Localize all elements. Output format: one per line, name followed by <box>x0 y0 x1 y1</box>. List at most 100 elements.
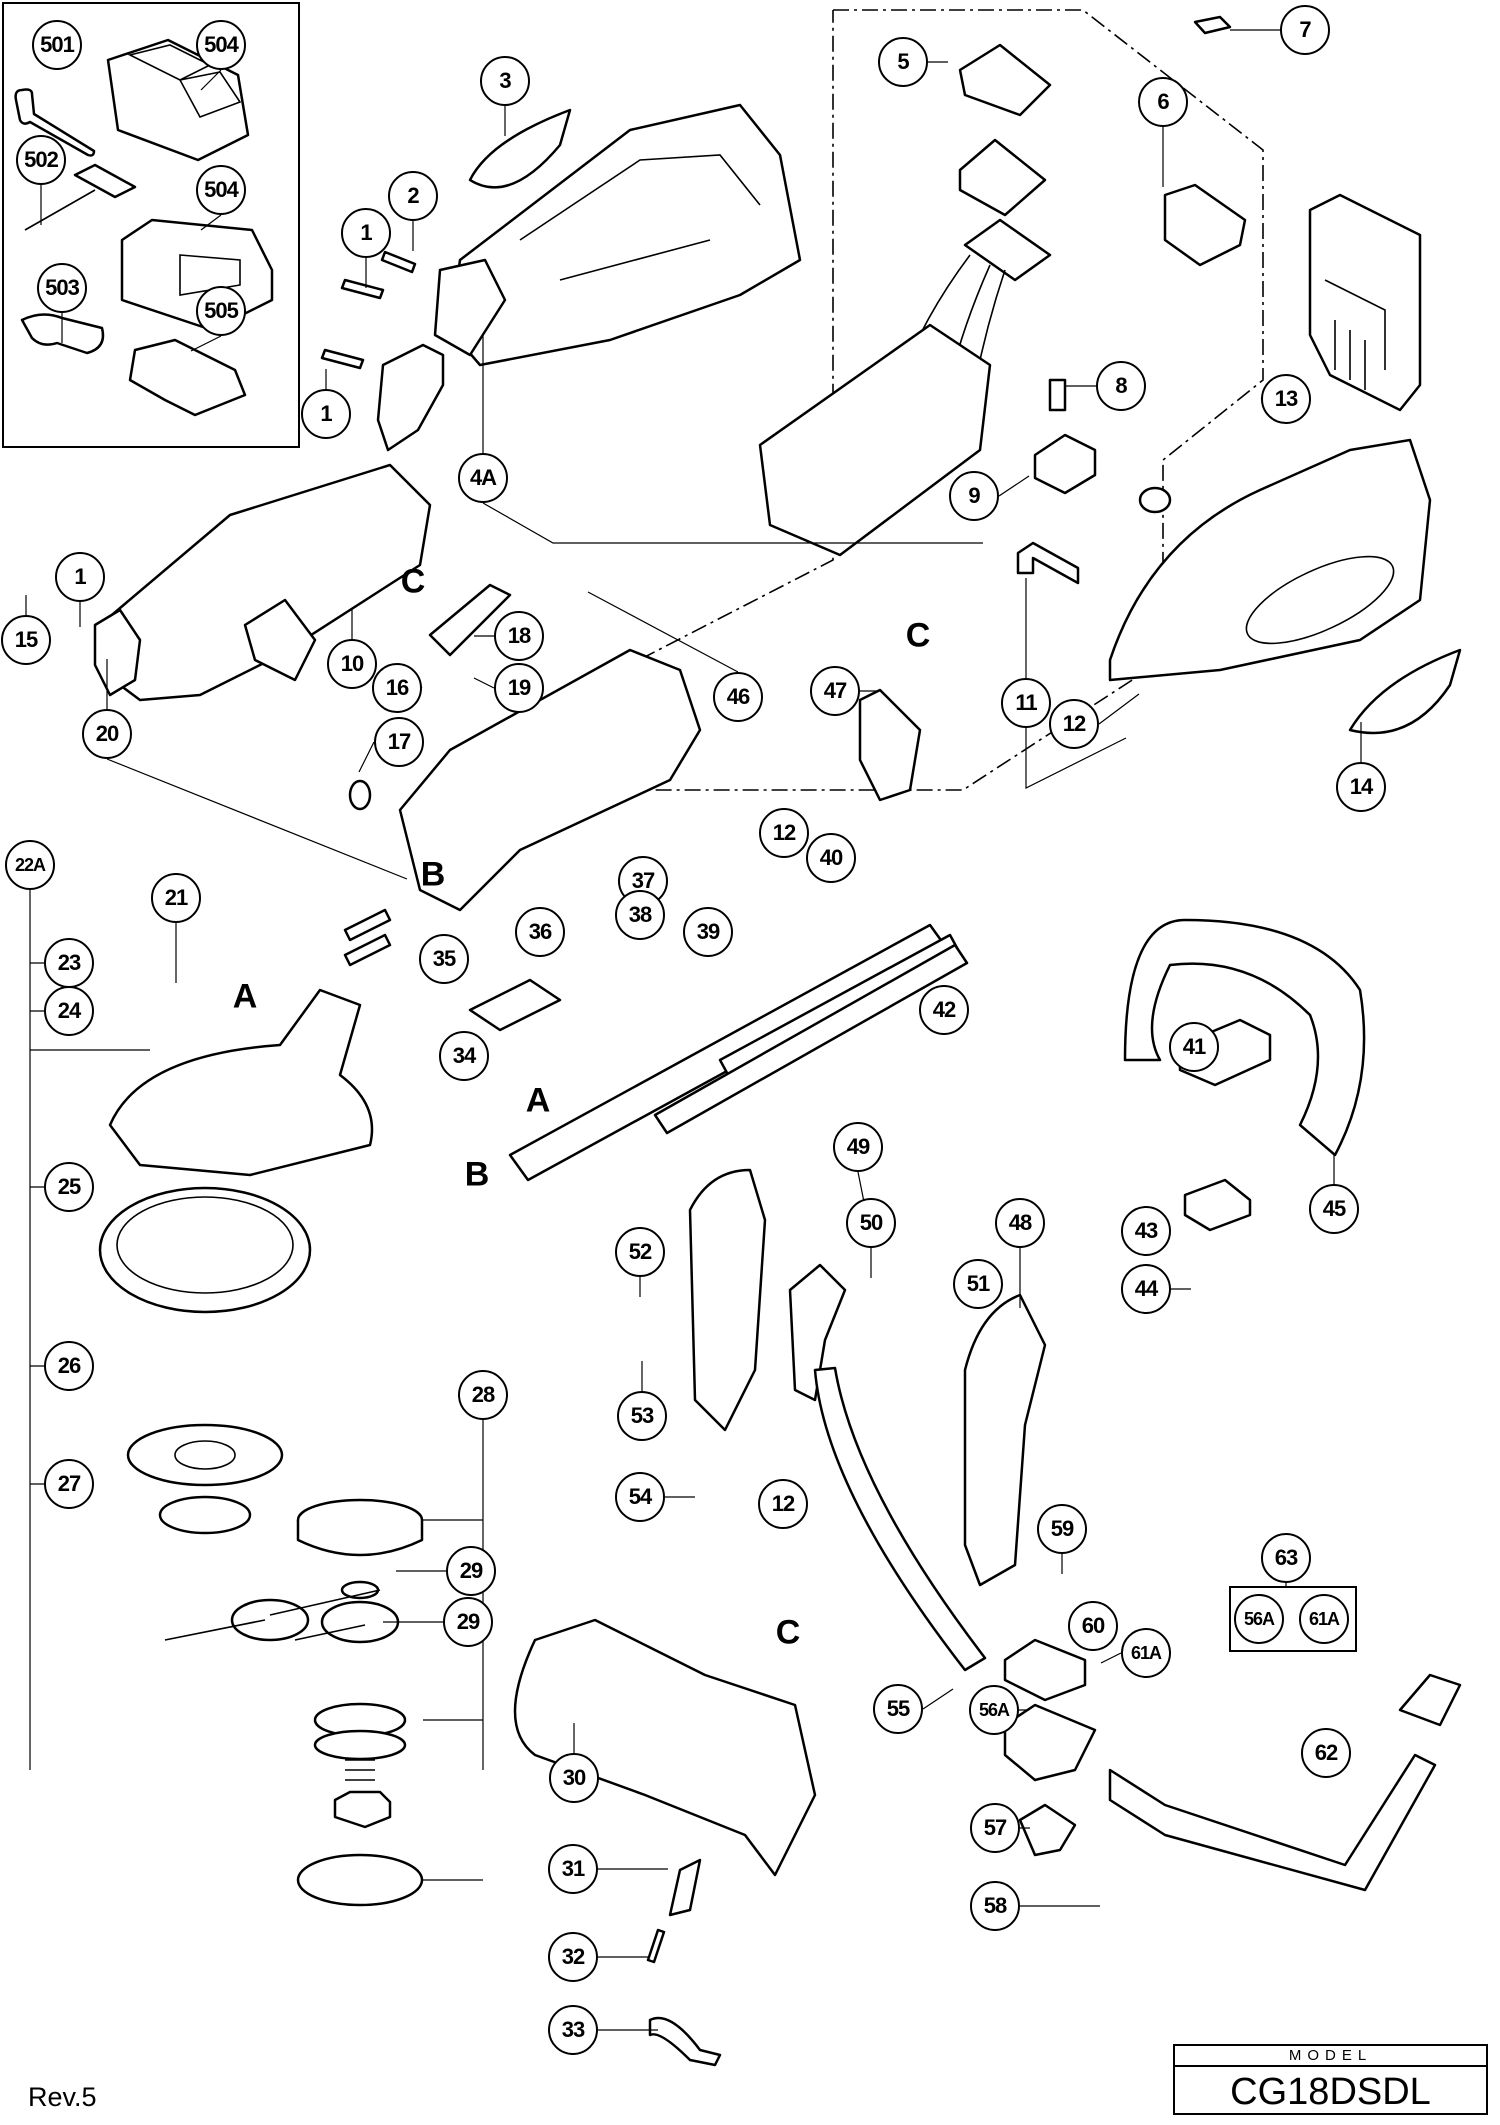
callout-part-20[interactable]: 20 <box>82 709 132 759</box>
battery-cover-505 <box>128 338 247 417</box>
callout-part-25[interactable]: 25 <box>44 1162 94 1212</box>
loop-handle <box>1123 918 1366 1157</box>
callout-part-48[interactable]: 48 <box>995 1198 1045 1248</box>
connection-marker-c: C <box>775 1613 801 1652</box>
callout-part-17[interactable]: 17 <box>374 717 424 767</box>
callout-502[interactable]: 502 <box>16 135 66 185</box>
callout-part-3[interactable]: 3 <box>480 56 530 106</box>
callout-part-54[interactable]: 54 <box>615 1472 665 1522</box>
callout-part-47[interactable]: 47 <box>810 666 860 716</box>
callout-part-21[interactable]: 21 <box>151 873 201 923</box>
callout-part-42[interactable]: 42 <box>919 985 969 1035</box>
clamp-61A <box>1003 1638 1087 1702</box>
callout-part-63[interactable]: 63 <box>1261 1533 1311 1583</box>
spring-17 <box>348 779 372 811</box>
callout-part-43[interactable]: 43 <box>1121 1206 1171 1256</box>
callout-part-2[interactable]: 2 <box>388 171 438 221</box>
model-label: MODEL <box>1175 2046 1486 2067</box>
callout-part-9[interactable]: 9 <box>949 471 999 521</box>
callout-part-23[interactable]: 23 <box>44 938 94 988</box>
callout-part-1[interactable]: 1 <box>301 389 351 439</box>
callout-part-1[interactable]: 1 <box>341 208 391 258</box>
callout-part-55[interactable]: 55 <box>873 1684 923 1734</box>
callout-part-19[interactable]: 19 <box>494 663 544 713</box>
callout-part-12[interactable]: 12 <box>759 808 809 858</box>
callout-part-24[interactable]: 24 <box>44 986 94 1036</box>
connection-marker-b: B <box>464 1155 490 1194</box>
housing-cover <box>1108 438 1432 682</box>
callout-part-12[interactable]: 12 <box>1049 699 1099 749</box>
motor-bracket <box>758 323 992 557</box>
callout-503[interactable]: 503 <box>37 263 87 313</box>
callout-part-60[interactable]: 60 <box>1068 1601 1118 1651</box>
screw-2 <box>380 250 417 274</box>
handle-housing <box>93 463 432 702</box>
callout-part-46[interactable]: 46 <box>713 672 763 722</box>
callout-part-41[interactable]: 41 <box>1169 1022 1219 1072</box>
kit-item-56A[interactable]: 56A <box>1234 1594 1284 1644</box>
callout-part-36[interactable]: 36 <box>515 907 565 957</box>
callout-part-18[interactable]: 18 <box>494 611 544 661</box>
relay-9 <box>1033 433 1097 495</box>
callout-part-53[interactable]: 53 <box>617 1391 667 1441</box>
callout-505[interactable]: 505 <box>196 286 246 336</box>
callout-part-10[interactable]: 10 <box>327 639 377 689</box>
callout-504-charger-alt[interactable]: 504 <box>196 165 246 215</box>
cord-leads <box>343 908 392 967</box>
callout-part-38[interactable]: 38 <box>615 890 665 940</box>
callout-part-30[interactable]: 30 <box>549 1753 599 1803</box>
callout-part-50[interactable]: 50 <box>846 1198 896 1248</box>
callout-part-51[interactable]: 51 <box>953 1259 1003 1309</box>
callout-part-28[interactable]: 28 <box>458 1370 508 1420</box>
screw-8 <box>1048 378 1067 412</box>
callout-part-49[interactable]: 49 <box>833 1122 883 1172</box>
kit-item-61A[interactable]: 61A <box>1299 1594 1349 1644</box>
callout-part-5[interactable]: 5 <box>878 37 928 87</box>
callout-part-61a[interactable]: 61A <box>1121 1628 1171 1678</box>
handle-left-half <box>688 1168 767 1432</box>
callout-part-34[interactable]: 34 <box>439 1031 489 1081</box>
callout-part-11[interactable]: 11 <box>1001 678 1051 728</box>
callout-part-31[interactable]: 31 <box>548 1844 598 1894</box>
callout-part-44[interactable]: 44 <box>1121 1264 1171 1314</box>
callout-part-39[interactable]: 39 <box>683 907 733 957</box>
callout-part-14[interactable]: 14 <box>1336 762 1386 812</box>
gasket-25 <box>98 1186 312 1314</box>
callout-part-45[interactable]: 45 <box>1309 1184 1359 1234</box>
callout-part-33[interactable]: 33 <box>548 2005 598 2055</box>
plug-wrench-502 <box>24 163 137 231</box>
callout-part-16[interactable]: 16 <box>372 663 422 713</box>
handlebar-62 <box>1108 1673 1462 1892</box>
callout-part-57[interactable]: 57 <box>970 1803 1020 1853</box>
callout-part-29[interactable]: 29 <box>443 1597 493 1647</box>
callout-part-52[interactable]: 52 <box>615 1227 665 1277</box>
lever-18 <box>428 583 512 657</box>
pipe-55 <box>813 1366 987 1672</box>
callout-part-40[interactable]: 40 <box>806 833 856 883</box>
electronics-boundary <box>501 9 1264 791</box>
callout-part-56a[interactable]: 56A <box>969 1685 1019 1735</box>
callout-part-22a[interactable]: 22A <box>5 840 55 890</box>
callout-501[interactable]: 501 <box>32 20 82 70</box>
callout-part-7[interactable]: 7 <box>1280 5 1330 55</box>
callout-part-8[interactable]: 8 <box>1096 361 1146 411</box>
callout-part-15[interactable]: 15 <box>1 615 51 665</box>
callout-part-62[interactable]: 62 <box>1301 1728 1351 1778</box>
callout-part-12[interactable]: 12 <box>758 1479 808 1529</box>
callout-part-32[interactable]: 32 <box>548 1932 598 1982</box>
trigger-49 <box>788 1263 847 1402</box>
screw-1b <box>320 348 365 370</box>
callout-504-charger[interactable]: 504 <box>196 20 246 70</box>
callout-part-26[interactable]: 26 <box>44 1341 94 1391</box>
callout-part-35[interactable]: 35 <box>419 934 469 984</box>
callout-part-13[interactable]: 13 <box>1261 374 1311 424</box>
callout-part-4a[interactable]: 4A <box>458 453 508 503</box>
callout-part-6[interactable]: 6 <box>1138 77 1188 127</box>
callout-part-27[interactable]: 27 <box>44 1459 94 1509</box>
callout-part-1[interactable]: 1 <box>55 552 105 602</box>
callout-part-59[interactable]: 59 <box>1037 1504 1087 1554</box>
callout-part-29[interactable]: 29 <box>446 1546 496 1596</box>
callout-part-58[interactable]: 58 <box>970 1881 1020 1931</box>
switch-bracket <box>376 343 445 452</box>
